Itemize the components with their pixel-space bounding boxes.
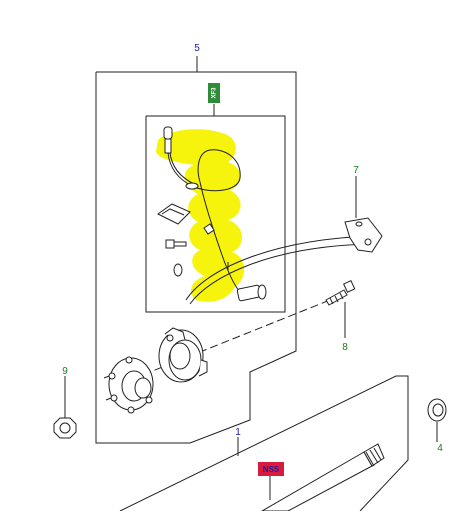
assembly-frame xyxy=(95,71,297,444)
driveshaft-frame xyxy=(119,375,409,511)
callout-1: 1 xyxy=(235,427,241,438)
tag-xf3-text: XF3 xyxy=(212,87,218,99)
callout-7: 7 xyxy=(353,165,359,176)
hub-bearing[interactable] xyxy=(158,327,208,383)
grease-sachet xyxy=(157,203,191,225)
callout-5: 5 xyxy=(194,43,200,54)
abs-sensor-harness[interactable] xyxy=(163,126,267,302)
callout-4: 4 xyxy=(437,443,443,454)
leader-lines xyxy=(64,56,438,500)
dust-shield-outline xyxy=(185,235,371,301)
tag-xf3: XF3 xyxy=(208,83,220,103)
o-ring xyxy=(173,263,183,277)
retaining-bolt xyxy=(165,239,187,249)
tag-nss: NSS xyxy=(258,462,284,476)
callout-9: 9 xyxy=(62,366,68,377)
sensor-kit-frame xyxy=(145,115,286,313)
wheel-hub[interactable] xyxy=(103,356,154,414)
tag-nss-text: NSS xyxy=(263,465,280,474)
nut-part[interactable] xyxy=(53,417,77,439)
callout-8: 8 xyxy=(342,342,348,353)
bracket-part[interactable] xyxy=(344,217,383,253)
bolt-part[interactable] xyxy=(325,280,356,306)
drive-shaft[interactable] xyxy=(261,443,385,511)
washer-part[interactable] xyxy=(427,398,447,422)
highlight-area xyxy=(156,129,245,302)
